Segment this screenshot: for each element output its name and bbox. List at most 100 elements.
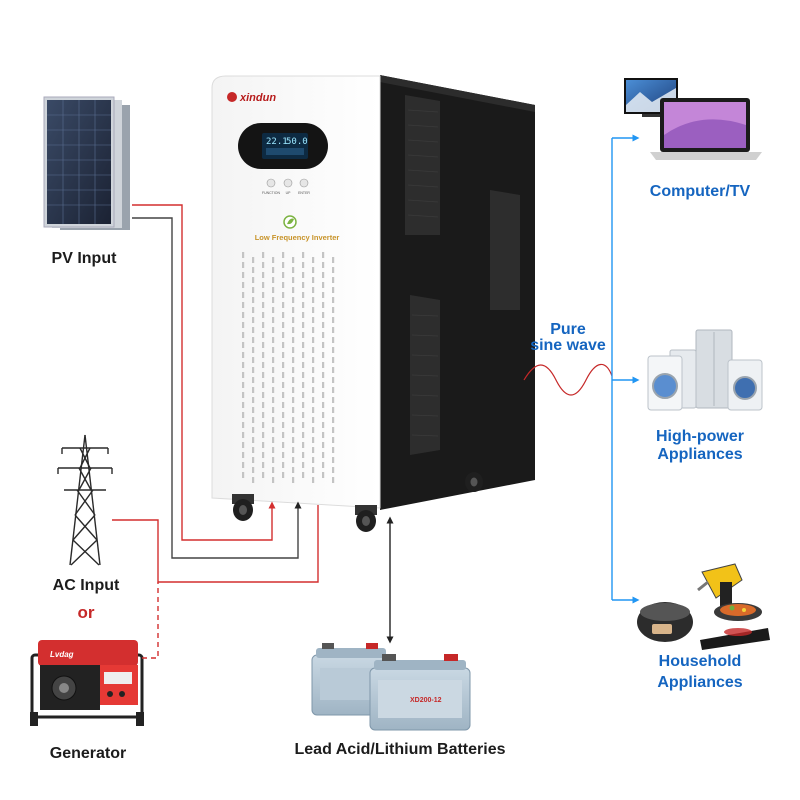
vent-slot [282, 412, 285, 418]
vent-slot [272, 387, 275, 393]
power-pylon-icon [57, 434, 113, 566]
svg-text:FUNCTION: FUNCTION [262, 191, 281, 195]
caster-wheel-icon [232, 472, 483, 532]
vent-slot [312, 467, 315, 473]
vent-slot [292, 357, 295, 363]
vent-slot [322, 322, 325, 328]
vent-slot [242, 372, 245, 378]
vent-slot [272, 367, 275, 373]
vent-slot [272, 307, 275, 313]
vent-slot [282, 462, 285, 468]
vent-slot [282, 432, 285, 438]
vent-slot [282, 262, 285, 268]
vent-slot [282, 252, 285, 258]
vent-slot [282, 312, 285, 318]
vent-slot [332, 437, 335, 443]
batteries-label: Lead Acid/Lithium Batteries [295, 741, 506, 758]
vent-slot [242, 332, 245, 338]
vent-slot [242, 282, 245, 288]
vent-slot [292, 257, 295, 263]
vent-slot [332, 337, 335, 343]
vent-slot [272, 477, 275, 483]
vent-slot [272, 457, 275, 463]
enter-button[interactable] [299, 178, 309, 188]
xindun-logo: xindun [227, 92, 276, 104]
vent-slot [272, 277, 275, 283]
vent-slot [272, 257, 275, 263]
vent-slot [262, 262, 265, 268]
vent-slot [262, 372, 265, 378]
vent-slot [332, 457, 335, 463]
vent-slot [272, 397, 275, 403]
vent-slot [322, 312, 325, 318]
vent-slot [292, 297, 295, 303]
function-button[interactable] [266, 178, 276, 188]
vent-slot [282, 282, 285, 288]
vent-slot [252, 377, 255, 383]
vent-slot [302, 342, 305, 348]
vent-slot [282, 442, 285, 448]
vent-slot [252, 267, 255, 273]
vent-slot [292, 387, 295, 393]
vent-slot [262, 402, 265, 408]
sine-wave-label: sine wave [530, 337, 606, 354]
vent-slot [322, 382, 325, 388]
vent-slot [292, 327, 295, 333]
vent-slot [272, 317, 275, 323]
vent-slot [302, 412, 305, 418]
vent-slot [292, 427, 295, 433]
vent-slot [322, 402, 325, 408]
vent-slot [292, 337, 295, 343]
vent-slot [252, 387, 255, 393]
vent-slot [332, 287, 335, 293]
household-appliances-icon [637, 563, 770, 650]
up-button[interactable] [283, 178, 293, 188]
vent-slot [332, 407, 335, 413]
appliances-icon [647, 329, 763, 411]
vent-slot [272, 347, 275, 353]
vent-slot [262, 302, 265, 308]
vent-slot [252, 317, 255, 323]
vent-slot [252, 367, 255, 373]
vent-slot [312, 407, 315, 413]
vent-slot [302, 452, 305, 458]
vent-slot [322, 282, 325, 288]
vent-slot [252, 357, 255, 363]
vent-slot [292, 437, 295, 443]
vent-slot [262, 412, 265, 418]
vent-slot [292, 267, 295, 273]
vent-slot [262, 462, 265, 468]
vent-slot [322, 442, 325, 448]
vent-slot [332, 297, 335, 303]
vent-slot [242, 362, 245, 368]
vent-slot [332, 387, 335, 393]
vent-slot [282, 422, 285, 428]
vent-slot [302, 292, 305, 298]
front-vent-grille [242, 252, 335, 483]
household-label-1: Household [659, 653, 742, 670]
vent-slot [252, 257, 255, 263]
vent-slot [272, 327, 275, 333]
vent-slot [332, 417, 335, 423]
vent-slot [292, 457, 295, 463]
pure-label: Pure [550, 321, 586, 338]
vent-slot [272, 447, 275, 453]
vent-slot [242, 272, 245, 278]
vent-slot [242, 252, 245, 258]
vent-slot [292, 347, 295, 353]
vent-slot [252, 277, 255, 283]
side-vent-holes [407, 109, 439, 437]
vent-slot [242, 352, 245, 358]
high-power-label-1: High-power [656, 428, 744, 445]
vent-slot [282, 362, 285, 368]
vent-slot [322, 272, 325, 278]
vent-slot [312, 287, 315, 293]
vent-slot [272, 417, 275, 423]
vent-slot [242, 262, 245, 268]
vent-slot [262, 442, 265, 448]
vent-slot [252, 417, 255, 423]
vent-slot [242, 292, 245, 298]
vent-slot [332, 257, 335, 263]
vent-slot [252, 287, 255, 293]
vent-slot [302, 282, 305, 288]
